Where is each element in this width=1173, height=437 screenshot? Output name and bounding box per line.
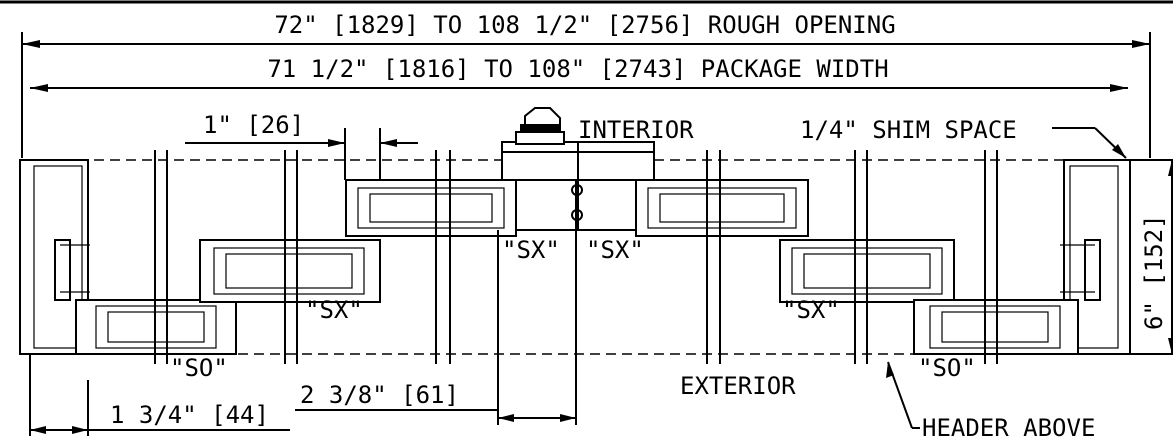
one-inch-dimension	[185, 128, 418, 180]
dim-1-3-4-label: 1 3/4" [44]	[110, 401, 269, 429]
sx-right-mid-label: "SX"	[782, 296, 840, 324]
rough-opening-dimension	[21, 32, 1151, 158]
handle-icon	[501, 107, 655, 181]
interior-label: INTERIOR	[578, 116, 694, 144]
sx-left-center-label: "SX"	[502, 236, 560, 264]
rough-opening-label: 72" [1829] TO 108 1/2" [2756] ROUGH OPEN…	[274, 11, 895, 39]
center-meeting-stiles	[515, 179, 637, 231]
sx-left-mid-label: "SX"	[305, 296, 363, 324]
bottom-dimension-2-3-8	[295, 409, 576, 422]
dim-2-3-8-label: 2 3/8" [61]	[300, 381, 459, 409]
header-above-leader	[886, 361, 920, 429]
shim-space-leader	[1052, 127, 1127, 159]
bottom-dimension-1-3-4	[29, 354, 290, 436]
left-panel-mid	[199, 239, 381, 303]
right-panel-inner	[635, 179, 809, 237]
height-dimension	[1128, 159, 1173, 355]
so-left-label: "SO"	[170, 354, 228, 382]
left-panel-inner	[345, 179, 517, 237]
sx-right-center-label: "SX"	[586, 236, 644, 264]
overlap-lines	[154, 150, 998, 425]
header-above-label: HEADER ABOVE	[922, 414, 1095, 437]
so-right-label: "SO"	[918, 354, 976, 382]
exterior-label: EXTERIOR	[680, 372, 796, 400]
package-width-label: 71 1/2" [1816] TO 108" [2743] PACKAGE WI…	[267, 55, 888, 83]
height-label: 6" [152]	[1140, 214, 1168, 330]
package-width-dimension	[30, 84, 1128, 92]
shim-space-label: 1/4" SHIM SPACE	[800, 116, 1017, 144]
one-inch-label: 1" [26]	[203, 111, 304, 139]
